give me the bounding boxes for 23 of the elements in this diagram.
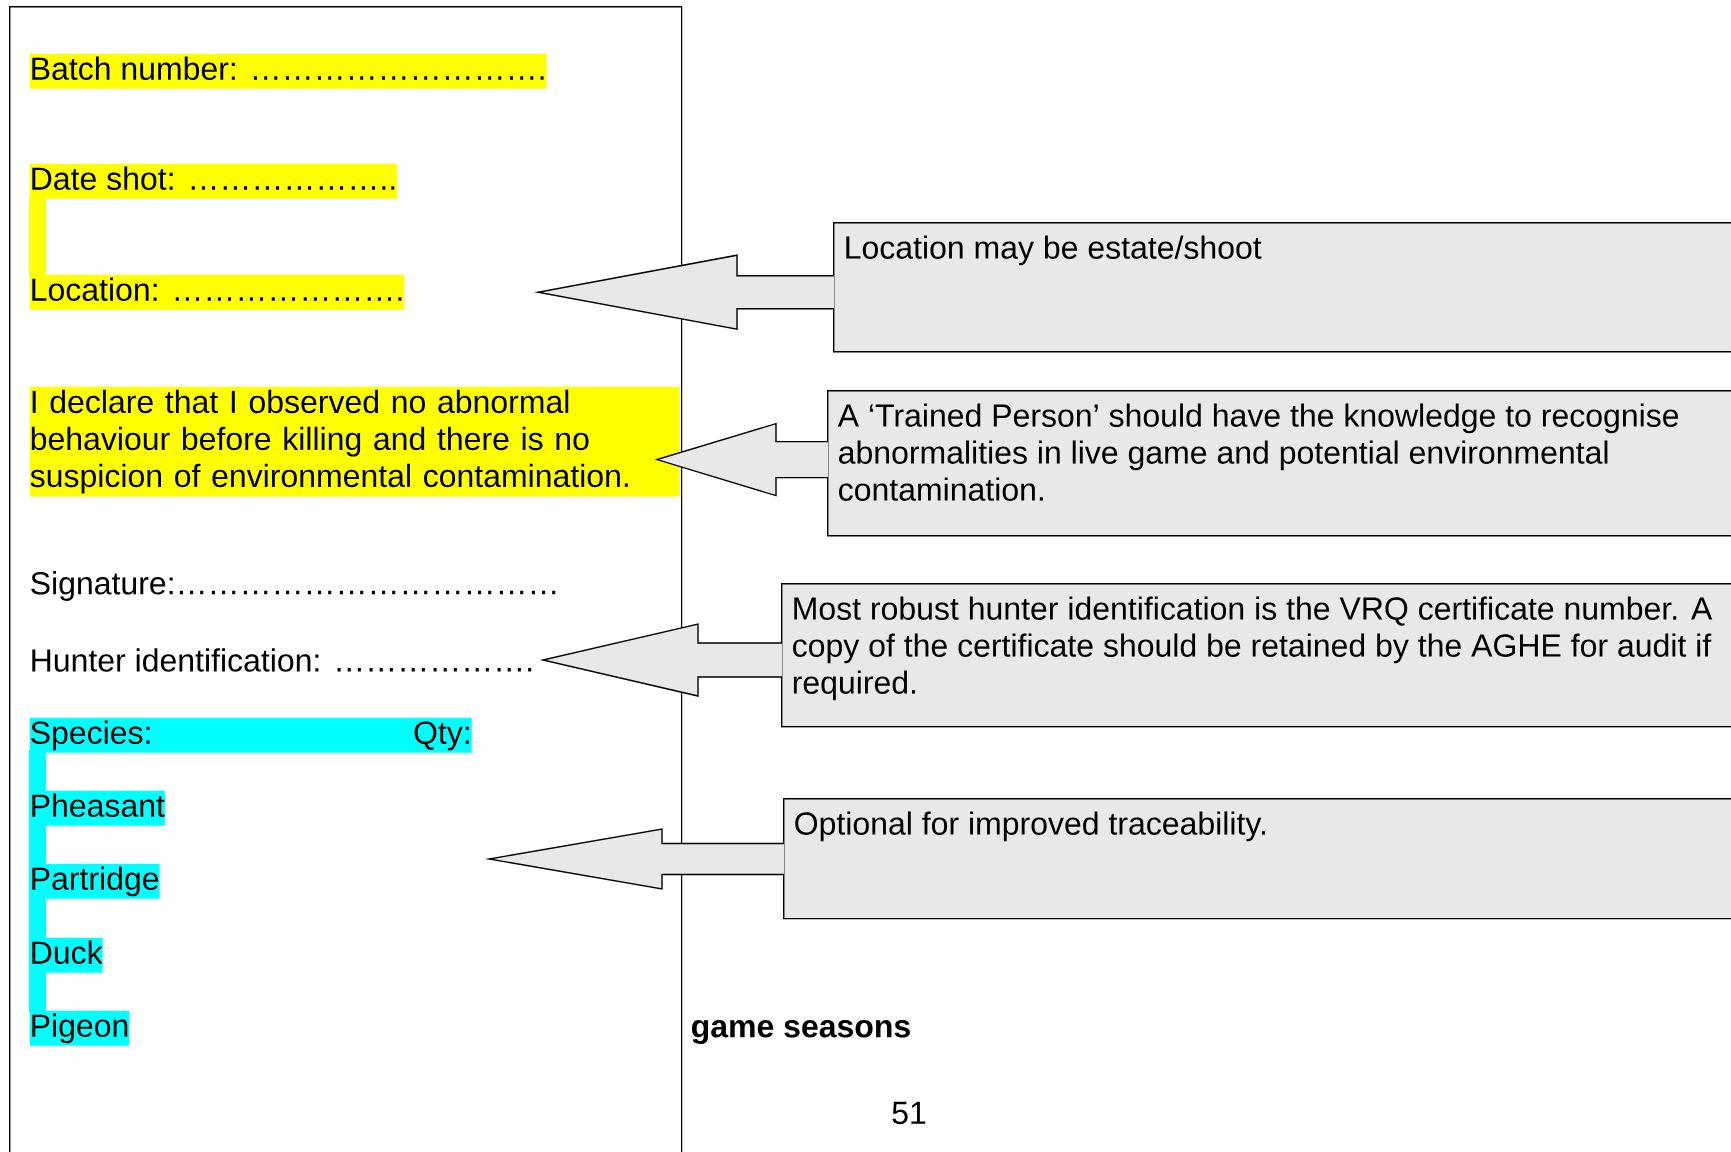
callout-box: Optional for improved traceability. — [783, 798, 1731, 920]
highlighted-field: Pigeon — [29, 1010, 130, 1046]
highlighted-statement: I declare that I observed no abnormal behaviour before killing and there is no suspicion of environmental contamination. — [29, 386, 680, 497]
node-label: Duck — [32, 940, 103, 965]
highlighted-field: Batch number: ………………………. — [29, 53, 547, 89]
form-box — [9, 6, 683, 1152]
callout-box: Location may be estate/shoot — [833, 222, 1731, 353]
highlighted-field: Pheasant — [29, 790, 165, 826]
highlighted-field: Date shot: ……………….. — [29, 163, 398, 199]
highlighted-field: Partridge — [29, 863, 160, 899]
form-field: Signature:……………………………… — [31, 571, 556, 601]
highlighted-field: Duck — [29, 937, 103, 973]
page-number: 51 — [892, 1101, 926, 1125]
highlighted-field: Location: …………………. — [29, 274, 405, 310]
node-label: Pheasant — [32, 793, 165, 818]
block-arrow — [534, 254, 835, 331]
form-field: Hunter identification: ………………. — [32, 648, 532, 672]
callout-box: A ‘Trained Person’ should have the knowledge to recognise abnormalities in live game and potential environmental contamination. — [827, 390, 1731, 537]
highlighted-header: Species: Qty: — [29, 717, 472, 753]
callout-box: Most robust hunter identification is the VRQ certificate number. A copy of the certificate should be retained by the AGHE for audit if required. — [781, 583, 1731, 728]
block-arrow — [654, 422, 829, 497]
section-heading: game seasons — [692, 1020, 910, 1044]
block-arrow — [539, 623, 783, 697]
